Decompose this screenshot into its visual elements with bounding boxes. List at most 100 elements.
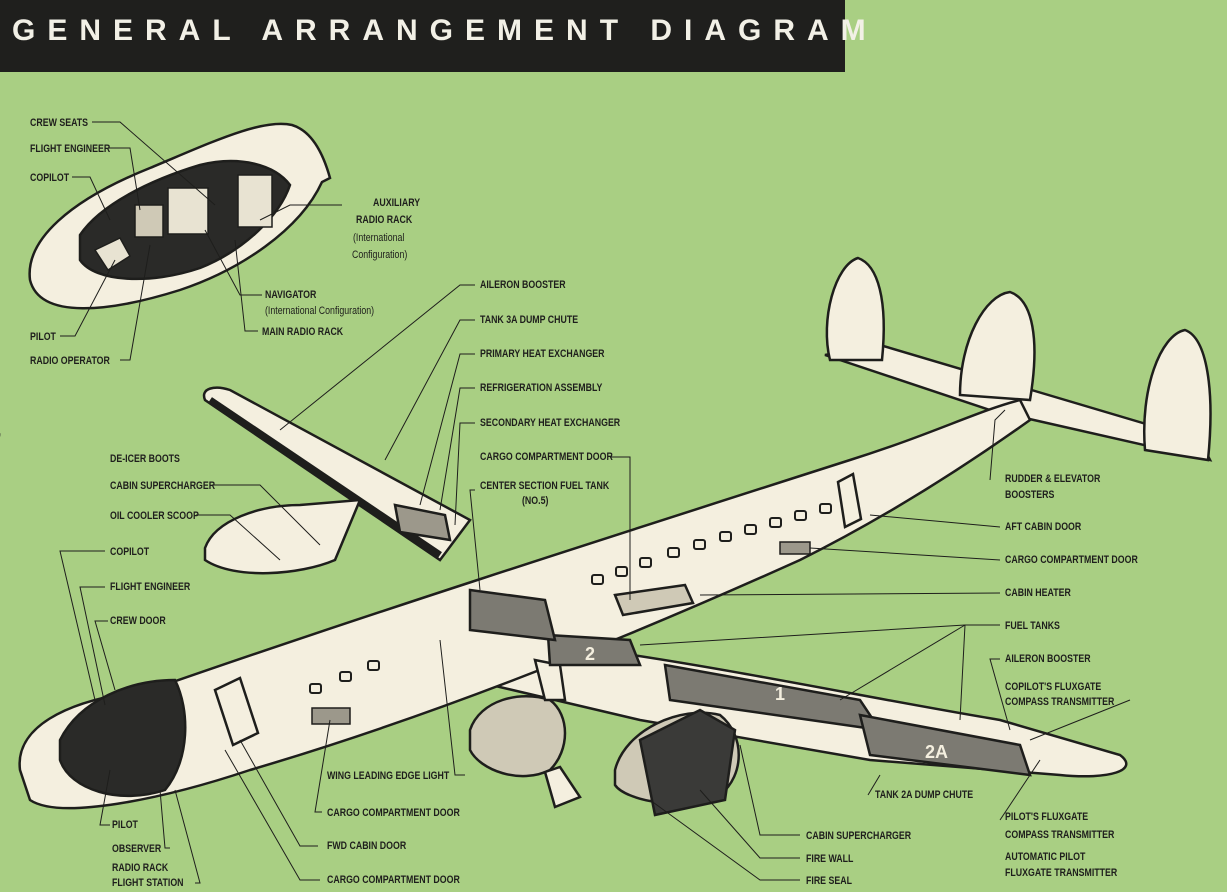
fuel-tank-center [468,588,557,642]
tail-fin-left [825,256,885,362]
label-radio-rack: RADIO RACK [112,862,169,874]
label-navigator-config: (International Configuration) [265,305,375,317]
label-cargo-compartment-door-top: CARGO COMPARTMENT DOOR [480,451,613,463]
window [769,517,782,528]
leader-rudder [989,409,1006,481]
label-aux-radio-rack-1: AUXILIARY [373,197,421,209]
label-aileron-booster: AILERON BOOSTER [480,279,566,291]
label-radio-operator: RADIO OPERATOR [30,355,110,367]
label-nose-pilot: PILOT [112,819,138,831]
leader-pilot [60,259,116,337]
leader-copilot [72,176,111,221]
window [744,524,757,535]
leader-fuel-tanks-c [959,624,966,721]
leader-fire-seal [649,799,800,881]
leader-fuel-tanks-b [839,624,966,701]
leader-crew-door [94,620,116,691]
leader-cargo-door-top [610,456,631,600]
window [794,510,807,521]
navigator-station-box [167,187,209,235]
window [367,660,380,671]
leader-cargo-fwd [314,719,331,813]
leader-cabin-supercharger-bottom [739,744,800,836]
left-propeller-engine [468,695,567,778]
label-aux-radio-rack-3: (International [353,232,405,244]
leader-copilot-fluxgate [1029,699,1131,741]
label-inset-flight-engineer: FLIGHT ENGINEER [30,143,111,155]
label-flight-station: FLIGHT STATION [112,877,184,889]
leader-crew-seats [92,121,216,206]
label-inset-pilot: PILOT [30,331,56,343]
leader-center-tank [469,489,481,591]
leader-observer [159,789,170,849]
tank-2a-marking: 2A [925,742,948,762]
tank-markings: 2 1 2A [585,644,948,762]
label-copilot-fluxgate-2: COMPASS TRANSMITTER [1005,696,1115,708]
label-pilot-fluxgate: PILOT'S FLUXGATE [1005,811,1089,823]
label-aft-cabin-door: AFT CABIN DOOR [1005,521,1082,533]
diagram-title: GENERAL ARRANGEMENT DIAGRAM [12,14,878,47]
label-cabin-supercharger-bottom: CABIN SUPERCHARGER [806,830,912,842]
refrigeration-unit [393,503,452,542]
cockpit-inset [28,122,332,310]
leader-aileron-right [989,658,1011,731]
tail-fin-right [1143,328,1212,462]
leader-cargo-door-right [809,547,1001,561]
leader-tank-2a [867,774,881,796]
leader-main-radio [234,239,258,332]
leader-cargo-bottom [224,749,320,881]
window [339,671,352,682]
nose-cutaway [58,678,187,798]
label-cargo-compartment-door-right: CARGO COMPARTMENT DOOR [1005,554,1138,566]
propeller-blade-lower [543,765,582,809]
leader-cabin-supercharger-top [212,484,321,546]
label-fuel-tanks: FUEL TANKS [1005,620,1060,632]
leader-refrigeration [439,387,475,511]
window [693,539,706,550]
cargo-door-fwd [311,707,351,725]
window [615,566,628,577]
window [591,574,604,585]
label-fire-seal: FIRE SEAL [806,875,852,887]
label-cargo-compartment-door-bottom: CARGO COMPARTMENT DOOR [327,874,460,886]
label-inset-copilot: COPILOT [30,172,70,184]
label-pilot-fluxgate-2: COMPASS TRANSMITTER [1005,829,1115,841]
label-cabin-supercharger-top: CABIN SUPERCHARGER [110,480,216,492]
label-main-radio-rack: MAIN RADIO RACK [262,326,344,338]
leader-flight-station [174,789,201,884]
window [639,557,652,568]
cargo-door-aft [779,541,811,555]
leader-secondary-heat [454,422,475,526]
leader-fuel-tanks-a [639,624,1000,646]
label-cargo-compartment-door-fwd: CARGO COMPARTMENT DOOR [327,807,460,819]
leader-leading-edge [439,639,465,776]
label-primary-heat-exchanger: PRIMARY HEAT EXCHANGER [480,348,605,360]
label-rudder-elevator-boosters-2: BOOSTERS [1005,489,1055,501]
window [819,503,832,514]
label-nose-copilot: COPILOT [110,546,150,558]
flight-engineer-station [134,204,164,238]
nose-cone-left [203,498,362,575]
tail-fin-center [958,290,1036,402]
label-wing-leading-edge-light: WING LEADING EDGE LIGHT [327,770,450,782]
label-fwd-cabin-door: FWD CABIN DOOR [327,840,407,852]
label-auto-pilot-fluxgate: AUTOMATIC PILOT [1005,851,1086,863]
leader-nose-fe [79,586,106,706]
title-bar: GENERAL ARRANGEMENT DIAGRAM [0,0,866,72]
leader-flight-engineer [108,147,141,211]
label-center-section-fuel-tank-no: (NO.5) [522,495,549,507]
leader-cabin-heater [699,592,1001,596]
fire-seal-engine [638,708,737,817]
label-aux-radio-rack-4: Configuration) [352,249,408,261]
leader-tank-3a [384,319,475,461]
label-observer: OBSERVER [112,843,162,855]
label-refrigeration-assembly: REFRIGERATION ASSEMBLY [480,382,603,394]
leader-aileron-booster [279,284,475,431]
radio-rack-box [237,174,273,228]
cabin-heater-unit [613,583,695,617]
window [309,683,322,694]
tank-2-marking: 2 [585,644,595,664]
leader-fwd-cabin [239,739,318,847]
leader-aft-door [869,514,1001,528]
